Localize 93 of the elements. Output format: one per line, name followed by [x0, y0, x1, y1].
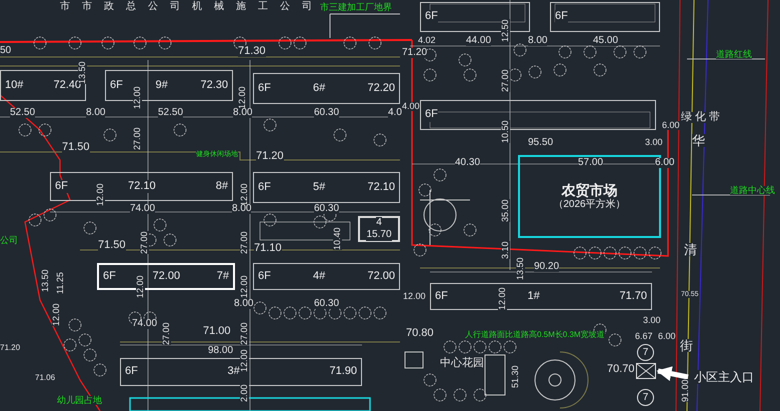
dimension-text: 2.00: [240, 384, 249, 402]
dimension-text: 12.00: [238, 86, 247, 109]
dimension-text: 12.00: [52, 303, 61, 326]
dimension-text: 52.50: [158, 108, 184, 118]
dimension-text: 71.20: [256, 151, 284, 162]
place-label: 华: [692, 134, 705, 147]
dimension-text: 11.25: [56, 272, 65, 294]
dimension-text: 57.00: [578, 158, 604, 168]
dimension-text: 10.50: [501, 120, 510, 143]
dimension-text: 52.50: [10, 108, 36, 118]
number-circle: [637, 389, 654, 406]
dimension-text: 70.70: [607, 364, 635, 375]
building-block: [550, 2, 660, 32]
dimension-text: 71.30: [238, 46, 266, 57]
dimension-text: 8.00: [528, 36, 548, 46]
dimension-text: 4.0: [388, 108, 402, 118]
dimension-text: 71.00: [203, 326, 231, 337]
dimension-text: 60.30: [314, 108, 340, 118]
place-label: 街: [680, 339, 693, 352]
building-text: 15.70: [366, 229, 392, 241]
dimension-text: 50: [0, 46, 12, 56]
building-block: [253, 73, 400, 104]
annotation-text: 幼儿园占地: [57, 396, 102, 405]
dimension-text: 6.67: [635, 332, 653, 341]
dimension-text: 35.00: [501, 199, 510, 222]
building-text: 6F: [55, 180, 68, 194]
building-text: 6F: [555, 10, 568, 24]
dimension-text: 70.80: [406, 328, 434, 339]
dimension-text: 3.00: [643, 316, 661, 325]
annotation-text: 道路中心线: [730, 186, 775, 195]
dimension-text: 6.00: [662, 121, 680, 130]
place-label: 清: [684, 243, 697, 256]
annotation-text: 公司: [0, 236, 18, 245]
dimension-text: 12.00: [136, 275, 145, 298]
market-text: 农贸市场: [562, 182, 618, 199]
dimension-text: 91.00: [681, 379, 690, 402]
dimension-text: 74.00: [130, 204, 156, 214]
dimension-text: 3.00: [645, 138, 663, 147]
dimension-text: 8.00: [86, 108, 106, 118]
dimension-text: 10.40: [333, 227, 342, 250]
dimension-text: 8.00: [233, 108, 252, 118]
dimension-text: 12.00: [133, 86, 142, 109]
building-block: [253, 172, 400, 203]
dimension-text: 13.50: [41, 269, 50, 292]
dimension-text: 71.10: [254, 243, 282, 254]
dimension-text: 12.00: [96, 183, 105, 206]
number-circle: [637, 344, 654, 361]
dimension-text: 27.00: [501, 69, 510, 92]
dimension-text: 27.00: [240, 231, 249, 254]
dimension-text: 90.20: [534, 262, 560, 272]
annotation-text: 道路红线: [716, 50, 752, 59]
dimension-text: 40.30: [455, 158, 480, 168]
dimension-text: 12.00: [240, 349, 249, 372]
dimension-text: 6.00: [655, 158, 674, 168]
dimension-text: 6.00: [658, 332, 676, 341]
arrow: [656, 366, 688, 381]
dimension-text: 12.00: [240, 275, 249, 298]
dimension-text: 27.00: [162, 322, 171, 345]
dimension-text: 27.00: [240, 322, 249, 345]
dimension-text: 71.20: [402, 48, 428, 58]
dimension-text: 44.00: [466, 36, 492, 46]
entrance-text: 小区主入口: [694, 370, 754, 384]
dimension-text: 12.00: [403, 292, 426, 301]
dimension-text: 60.30: [314, 204, 340, 214]
dimension-text: 71.50: [62, 142, 90, 153]
dimension-text: 27.00: [133, 127, 142, 150]
building-text: 6F: [425, 108, 438, 122]
dimension-text: 60.30: [314, 299, 340, 309]
dimension-text: 74.00: [132, 319, 158, 329]
building-text: 72.10: [128, 180, 156, 194]
dimension-text: 13.50: [516, 257, 525, 280]
place-label: 中心花园: [440, 358, 484, 369]
building-block: [253, 263, 400, 290]
dimension-text: 45.00: [593, 36, 618, 46]
annotation-text: 人行道路面比道路高0.5M长0.3M宽坡道: [465, 331, 605, 339]
dimension-text: 4.00: [402, 102, 420, 111]
dimension-text: 8.00: [234, 299, 254, 309]
dimension-text: 71.20: [0, 344, 20, 352]
gate-box: [636, 363, 656, 379]
dimension-text: 4.02: [418, 36, 436, 45]
dimension-text: 27.00: [140, 231, 149, 254]
dimension-text: 12.00: [498, 287, 507, 310]
building-block: [358, 216, 400, 242]
dimension-text: 51.30: [511, 365, 520, 388]
dimension-text: 95.50: [528, 138, 554, 148]
dimension-text: 71.06: [35, 374, 56, 382]
dimension-text: 98.00: [208, 346, 234, 356]
building-text: 6F: [425, 10, 438, 24]
dimension-text: 8.00: [232, 204, 252, 214]
dimension-text: 12.50: [501, 19, 510, 42]
dimension-text: 13.50: [78, 61, 87, 84]
dimension-text: 3.10: [501, 241, 510, 259]
dimension-text: 71.50: [98, 240, 126, 251]
